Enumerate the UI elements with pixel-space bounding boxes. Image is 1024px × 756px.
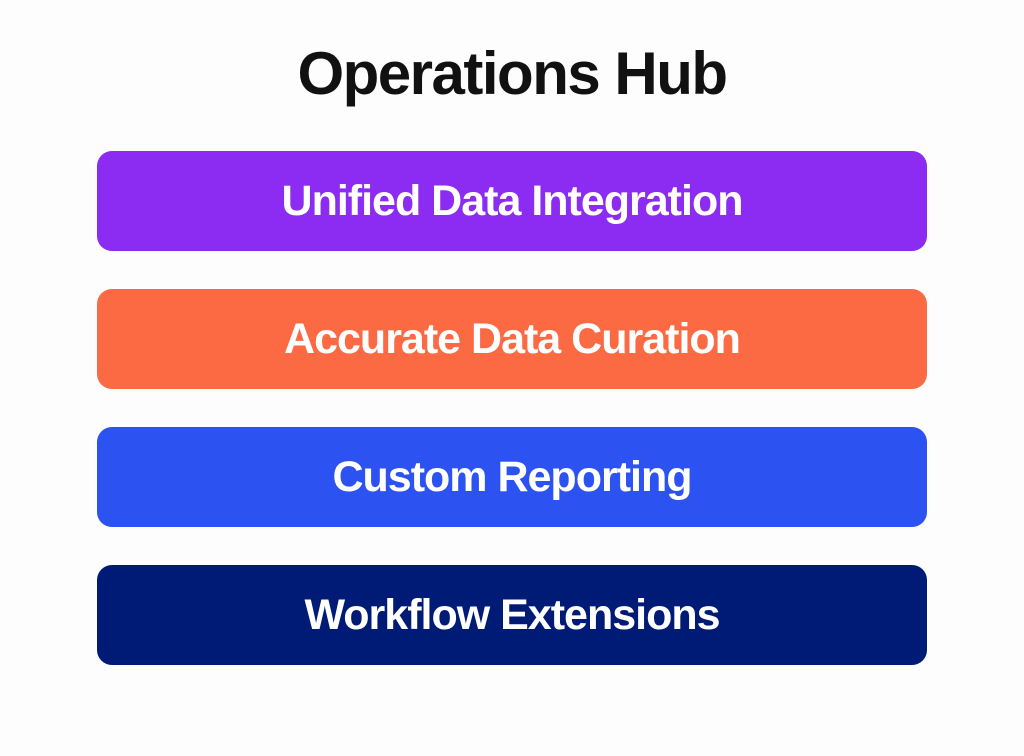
feature-bar-label: Workflow Extensions xyxy=(304,590,720,639)
feature-bar-label: Custom Reporting xyxy=(332,452,692,501)
feature-bar-label: Unified Data Integration xyxy=(281,176,744,225)
feature-bar: Custom Reporting xyxy=(97,427,927,528)
feature-bar: Unified Data Integration xyxy=(97,151,927,252)
feature-bar: Accurate Data Curation xyxy=(97,289,927,390)
feature-bar: Workflow Extensions xyxy=(97,565,927,666)
feature-bar-label: Accurate Data Curation xyxy=(284,314,741,363)
page-title: Operations Hub xyxy=(297,40,728,107)
